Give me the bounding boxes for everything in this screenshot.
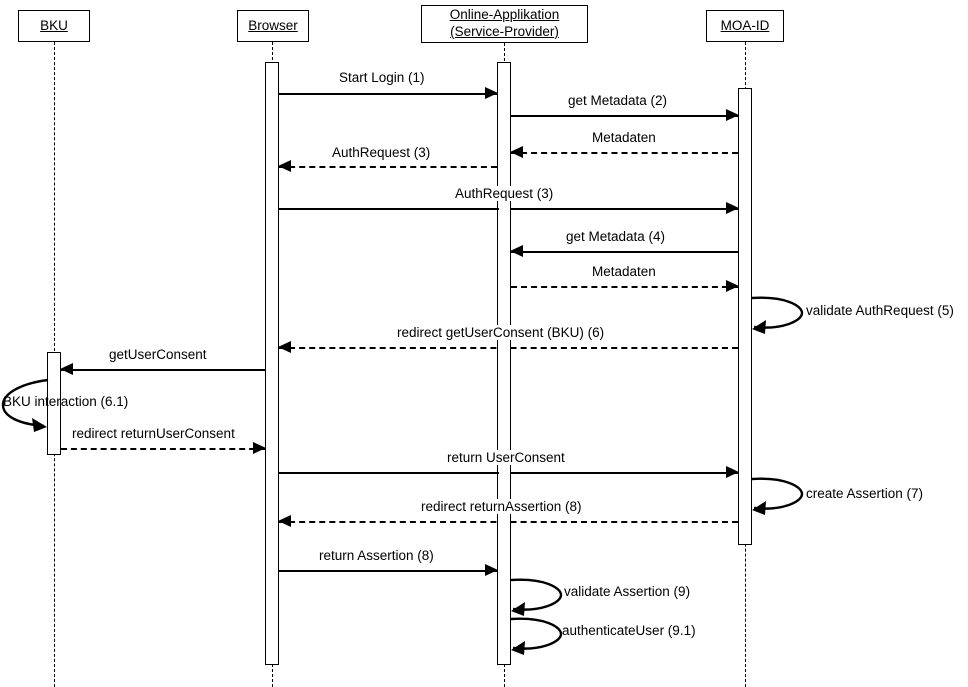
self-message-loop-bku-interaction[interactable] xyxy=(0,378,52,432)
arrowhead-left-icon xyxy=(278,514,291,527)
message-label-redirect-returnuserconsent: redirect returnUserConsent xyxy=(69,426,238,441)
message-shaft xyxy=(511,152,738,154)
message-shaft xyxy=(61,448,265,450)
self-message-loop-authenticate-user[interactable] xyxy=(510,615,569,657)
arrowhead-left-icon xyxy=(510,145,523,158)
lifeline-gap-mask xyxy=(498,203,510,214)
arrowhead-left-icon xyxy=(278,159,291,172)
self-message-loop-validate-assertion[interactable] xyxy=(510,576,569,618)
arrowhead-right-icon xyxy=(726,279,739,292)
participant-label-bku: BKU xyxy=(40,17,68,33)
self-message-label-validate-assertion: validate Assertion (9) xyxy=(564,584,691,599)
message-label-metadaten-2: Metadaten xyxy=(589,264,659,279)
message-label-authrequest-browser-moaid: AuthRequest (3) xyxy=(452,186,557,201)
participant-box-oa[interactable]: Online-Applikation (Service-Provider) xyxy=(421,5,588,43)
message-label-start-login: Start Login (1) xyxy=(336,70,428,85)
lifeline-gap-mask xyxy=(498,467,510,478)
activation-oa xyxy=(497,62,511,665)
message-shaft xyxy=(279,570,497,572)
message-label-redirect-getuserconsent: redirect getUserConsent (BKU) (6) xyxy=(394,325,608,340)
arrowhead-right-icon xyxy=(485,563,498,576)
arrowhead-right-icon xyxy=(726,108,739,121)
message-label-return-assertion: return Assertion (8) xyxy=(316,548,437,563)
message-shaft xyxy=(511,251,738,253)
arrowhead-right-icon xyxy=(726,465,739,478)
arrowhead-left-icon xyxy=(510,244,523,257)
message-label-redirect-returnassertion: redirect returnAssertion (8) xyxy=(418,499,585,514)
message-label-authrequest-oa-browser: AuthRequest (3) xyxy=(329,145,434,160)
activation-bku xyxy=(47,352,61,455)
message-shaft xyxy=(511,115,738,117)
message-label-get-metadata-2: get Metadata (2) xyxy=(565,93,671,108)
message-label-metadaten-1: Metadaten xyxy=(589,130,659,145)
arrowhead-left-icon xyxy=(60,362,73,375)
activation-moaid xyxy=(738,88,752,545)
message-shaft xyxy=(279,93,497,95)
participant-label-browser: Browser xyxy=(248,17,298,33)
lifeline-gap-mask xyxy=(498,342,510,353)
participant-label-oa: Online-Applikation (Service-Provider) xyxy=(449,7,560,39)
message-label-return-userconsent: return UserConsent xyxy=(444,450,568,465)
arrowhead-right-icon xyxy=(485,86,498,99)
participant-box-bku[interactable]: BKU xyxy=(18,10,90,42)
activation-browser xyxy=(265,62,279,665)
participant-box-moaid[interactable]: MOA-ID xyxy=(706,10,784,42)
arrowhead-right-icon xyxy=(253,441,266,454)
message-shaft xyxy=(61,369,265,371)
message-label-get-metadata-4: get Metadata (4) xyxy=(563,229,669,244)
message-shaft xyxy=(279,166,497,168)
self-message-label-bku-interaction: BKU interaction (6.1) xyxy=(3,394,129,409)
participant-label-moaid: MOA-ID xyxy=(720,17,770,33)
self-message-loop-create-assertion[interactable] xyxy=(751,475,810,517)
arrowhead-left-icon xyxy=(278,340,291,353)
self-message-label-authenticate-user: authenticateUser (9.1) xyxy=(562,623,696,638)
participant-box-browser[interactable]: Browser xyxy=(237,10,309,42)
message-label-getuserconsent: getUserConsent xyxy=(106,347,210,362)
self-message-label-create-assertion: create Assertion (7) xyxy=(806,486,924,501)
self-message-loop-validate-authrequest[interactable] xyxy=(751,294,810,336)
self-message-label-validate-authrequest: validate AuthRequest (5) xyxy=(806,303,954,318)
arrowhead-right-icon xyxy=(726,201,739,214)
lifeline-gap-mask xyxy=(498,516,510,527)
message-shaft xyxy=(511,286,738,288)
